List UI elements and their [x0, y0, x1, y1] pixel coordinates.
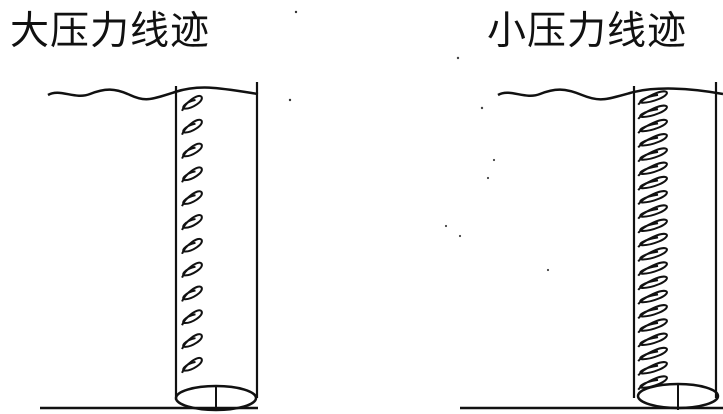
stitch-loop [637, 175, 668, 191]
stitch-loop [637, 332, 668, 348]
stitch-loop [637, 161, 668, 177]
panel-title: 大压力线迹 [10, 9, 211, 54]
stitch-loop [637, 190, 668, 206]
stitch-loop [637, 289, 668, 305]
stitch-loop [637, 104, 668, 120]
high-pressure-stitch-diagram [40, 10, 298, 412]
panel-high-pressure: 大压力线迹 [0, 0, 360, 414]
panel-low-pressure: 小压力线迹 [360, 0, 723, 414]
fabric-surface-line [497, 87, 723, 101]
stitch-loop [637, 133, 668, 149]
stitch-cylinder [174, 82, 259, 412]
low-pressure-stitch-diagram [444, 56, 723, 410]
stitch-loop [637, 90, 668, 106]
stitch-loop [181, 142, 203, 159]
stitch-loop [637, 204, 668, 220]
stitch-loop [637, 361, 668, 377]
stitch-loop [181, 118, 203, 136]
stitch-cylinder [632, 82, 720, 410]
stitch-loop [181, 190, 203, 207]
stitch-loop [637, 318, 668, 334]
stitch-loop [181, 309, 203, 326]
stitch-loop [637, 304, 668, 320]
stitch-loops-sparse [181, 94, 203, 374]
stitch-loop [181, 356, 203, 374]
fabric-surface-line [47, 86, 259, 101]
stitch-loop [181, 214, 203, 231]
stitch-loop [637, 147, 668, 163]
stitch-loop [637, 232, 668, 248]
stitch-loop [181, 261, 203, 279]
stitch-loop [637, 275, 668, 291]
stitch-loop [637, 218, 668, 234]
stitch-loop [637, 261, 668, 277]
stitch-loops-dense [637, 90, 668, 391]
panel-title: 小压力线迹 [487, 9, 688, 54]
stitch-loop [637, 346, 668, 362]
stitch-loop [181, 166, 203, 183]
stitch-loop [637, 247, 668, 263]
stitch-loop [637, 375, 668, 391]
stitch-loop [181, 285, 203, 302]
stitch-loop [181, 94, 203, 112]
stitch-loop [181, 333, 203, 350]
stitch-loop [637, 118, 668, 134]
stitch-loop [181, 237, 203, 255]
